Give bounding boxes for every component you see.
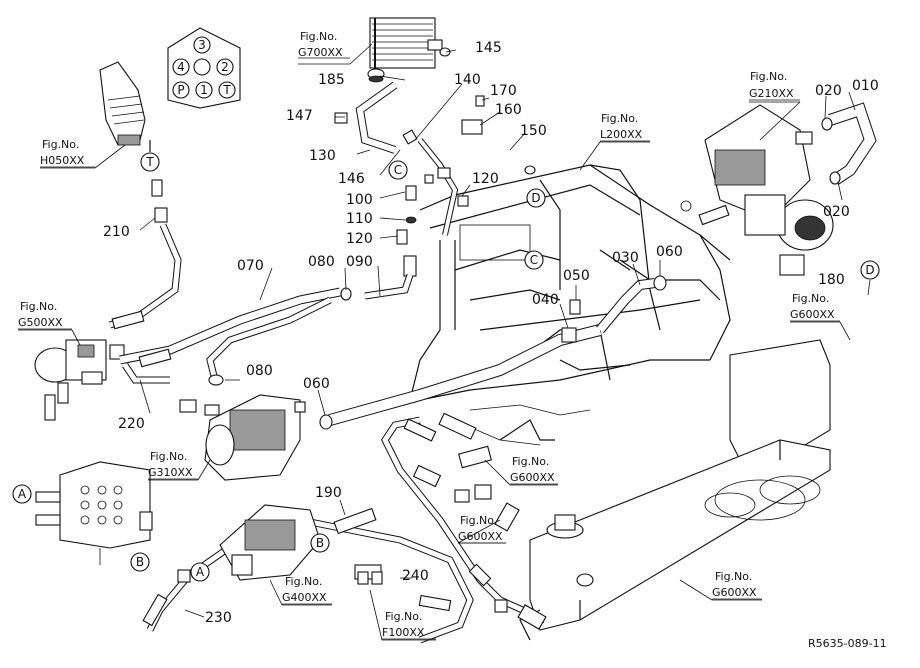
fig-l200-code: L200XX — [600, 128, 643, 141]
fig-g310-code: G310XX — [148, 466, 193, 479]
conn-t: T — [145, 155, 154, 169]
f100-bracket — [357, 571, 383, 585]
main-pump — [698, 102, 877, 276]
fig-g400-code: G400XX — [282, 591, 327, 604]
part-190: 190 — [315, 485, 342, 501]
part-060a: 060 — [656, 244, 683, 260]
manifold-block — [35, 461, 153, 565]
mid-hoses — [119, 275, 667, 430]
fig-g600d-label: Fig.No. — [715, 570, 752, 583]
part-147: 147 — [286, 108, 313, 124]
part-210: 210 — [103, 224, 130, 240]
part-labels: 145 185 140 170 147 160 150 130 146 100 … — [103, 40, 879, 626]
fig-g210-code: G210XX — [749, 87, 794, 100]
part-140: 140 — [454, 72, 481, 88]
fig-g600d-code: G600XX — [712, 586, 757, 599]
figure-references: Fig.No. G700XX Fig.No. H050XX Fig.No. G2… — [18, 30, 835, 639]
fig-g600c-label: Fig.No. — [460, 514, 497, 527]
fig-g700-code: G700XX — [298, 46, 343, 59]
fig-g500-code: G500XX — [18, 316, 63, 329]
part-050: 050 — [563, 268, 590, 284]
conn-c-top: C — [394, 163, 402, 177]
conn-a-mid: A — [196, 565, 205, 579]
connection-markers: T C D C D A B A B — [12, 152, 880, 582]
fig-g400-label: Fig.No. — [285, 575, 322, 588]
control-valve-g400 — [219, 504, 321, 581]
part-230: 230 — [205, 610, 232, 626]
part-220: 220 — [118, 416, 145, 432]
fig-f100-label: Fig.No. — [385, 610, 422, 623]
part-185: 185 — [318, 72, 345, 88]
oil-cooler — [367, 17, 451, 83]
fig-g700-label: Fig.No. — [300, 30, 337, 43]
fig-g310-label: Fig.No. — [150, 450, 187, 463]
pattern-1: 1 — [200, 83, 208, 97]
conn-b-mid: B — [316, 536, 324, 550]
part-010: 010 — [852, 78, 879, 94]
pattern-t: T — [222, 83, 231, 97]
hydraulic-tank — [519, 339, 831, 641]
fig-f100-code: F100XX — [382, 626, 425, 639]
pattern-p: P — [177, 83, 184, 97]
fig-l200-label: Fig.No. — [601, 112, 638, 125]
part-020a: 020 — [815, 83, 842, 99]
conn-b-left: B — [136, 555, 144, 569]
part-030: 030 — [612, 250, 639, 266]
part-240: 240 — [402, 568, 429, 584]
fig-g600b-code: G600XX — [510, 471, 555, 484]
part-040: 040 — [532, 292, 559, 308]
pattern-2: 2 — [221, 60, 229, 74]
fig-g210-label: Fig.No. — [750, 70, 787, 83]
part-080b: 080 — [246, 363, 273, 379]
conn-d-top: D — [531, 191, 540, 205]
fig-g600c-code: G600XX — [458, 530, 503, 543]
control-valve-g310 — [179, 394, 306, 481]
g500-valve — [34, 339, 125, 421]
part-120a: 120 — [346, 231, 373, 247]
conn-c-mid: C — [530, 253, 538, 267]
part-060b: 060 — [303, 376, 330, 392]
part-170: 170 — [490, 83, 517, 99]
part-160: 160 — [495, 102, 522, 118]
fig-h050-label: Fig.No. — [42, 138, 79, 151]
pilot-control-valve — [99, 61, 182, 330]
part-150: 150 — [520, 123, 547, 139]
part-070: 070 — [237, 258, 264, 274]
fig-h050-code: H050XX — [40, 154, 85, 167]
pattern-3: 3 — [198, 38, 206, 52]
part-110: 110 — [346, 211, 373, 227]
part-120b: 120 — [472, 171, 499, 187]
part-080a: 080 — [308, 254, 335, 270]
pattern-numbers: 3 4 2 P 1 T — [172, 36, 236, 99]
fig-g500-label: Fig.No. — [20, 300, 57, 313]
fig-g600a-code: G600XX — [790, 308, 835, 321]
part-020b: 020 — [823, 204, 850, 220]
fig-code-underlines — [18, 99, 840, 640]
conn-d-right: D — [865, 263, 874, 277]
part-130: 130 — [309, 148, 336, 164]
part-100: 100 — [346, 192, 373, 208]
fig-g600b-label: Fig.No. — [512, 455, 549, 468]
conn-a-left: A — [18, 487, 27, 501]
pattern-4: 4 — [177, 60, 185, 74]
part-180: 180 — [818, 272, 845, 288]
drawing-code: R5635-089-11 — [808, 637, 887, 650]
part-090: 090 — [346, 254, 373, 270]
part-146: 146 — [338, 171, 365, 187]
part-145: 145 — [475, 40, 502, 56]
fig-g600a-label: Fig.No. — [792, 292, 829, 305]
top-pipes — [334, 78, 538, 300]
